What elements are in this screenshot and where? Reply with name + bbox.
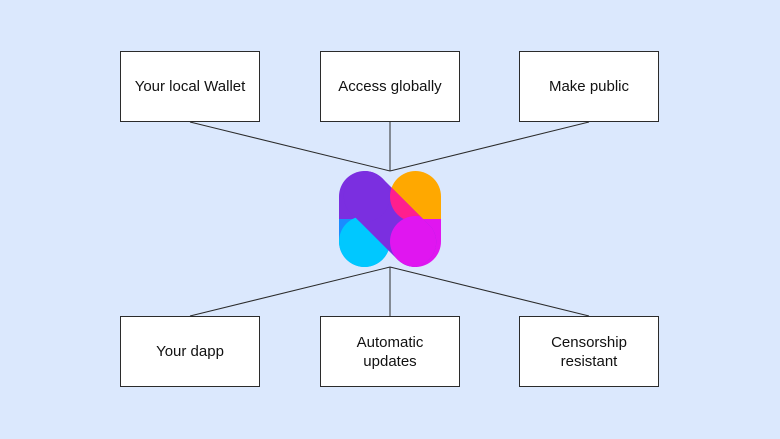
node-automatic-updates: Automatic updates bbox=[320, 316, 460, 387]
connector-bottom-right bbox=[389, 266, 590, 317]
connector-bottom-left bbox=[189, 266, 391, 317]
node-your-local-wallet: Your local Wallet bbox=[120, 51, 260, 122]
logo-segment-purple-overlay bbox=[343, 171, 390, 222]
node-make-public: Make public bbox=[519, 51, 659, 122]
node-censorship-resistant: Censorship resistant bbox=[519, 316, 659, 387]
connector-top-right bbox=[389, 121, 590, 172]
multicolor-logo-icon bbox=[339, 171, 441, 267]
node-access-globally: Access globally bbox=[320, 51, 460, 122]
node-your-dapp: Your dapp bbox=[120, 316, 260, 387]
connector-top-left bbox=[189, 121, 391, 172]
logo-segment-magenta-overlay bbox=[390, 216, 437, 267]
